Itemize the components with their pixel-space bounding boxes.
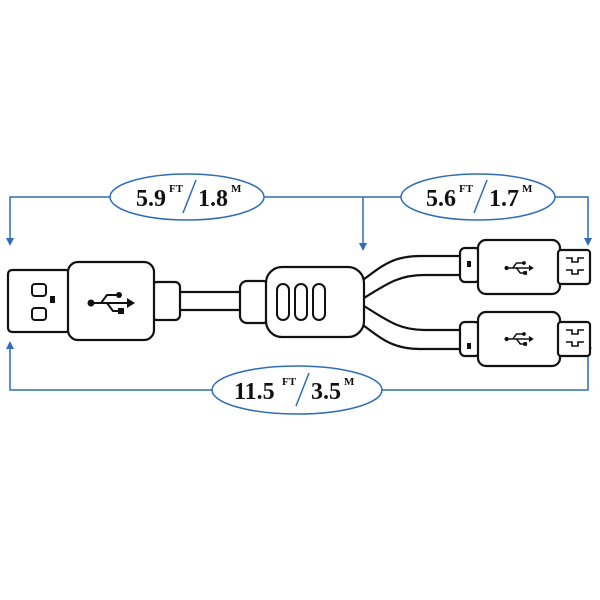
label-slash bbox=[182, 179, 197, 214]
usb-a-contact-holes bbox=[31, 283, 47, 321]
micro-usb-pin-mark bbox=[467, 261, 471, 267]
label-ellipse bbox=[400, 173, 556, 221]
length-m-unit: M bbox=[231, 183, 242, 195]
usb-a-housing bbox=[66, 260, 156, 342]
length-m-unit: M bbox=[344, 376, 355, 388]
contact-hole bbox=[31, 307, 47, 321]
usb-symbol-icon bbox=[87, 292, 135, 314]
micro-usb-plug-metal bbox=[556, 248, 592, 286]
micro-usb-tooth-pattern bbox=[566, 329, 584, 347]
length-ft-unit: FT bbox=[282, 376, 297, 388]
dimension-arrowheads bbox=[6, 238, 592, 349]
arrowhead bbox=[6, 341, 14, 349]
contact-hole bbox=[31, 283, 47, 297]
arrowhead bbox=[584, 238, 592, 246]
label-ellipse bbox=[211, 365, 383, 415]
micro-usb-tooth-pattern bbox=[566, 257, 584, 275]
length-ft-unit: FT bbox=[459, 183, 474, 195]
micro-usb-housing bbox=[476, 238, 562, 296]
length-label-bottom: 11.5 FT 3.5 M bbox=[211, 365, 383, 415]
splitter-grip bbox=[276, 283, 326, 321]
label-ellipse bbox=[109, 173, 265, 221]
usb-symbol-icon bbox=[504, 261, 534, 275]
length-ft-value: 5.9 bbox=[136, 186, 166, 212]
usb-symbol-icon bbox=[504, 332, 534, 346]
length-label-top-left: 5.9 FT 1.8 M bbox=[109, 173, 265, 221]
arrowhead bbox=[6, 238, 14, 246]
usb-a-strain-relief bbox=[150, 280, 182, 322]
length-m-value: 1.8 bbox=[198, 186, 228, 212]
grip-slot bbox=[276, 283, 290, 321]
usb-a-pin-mark bbox=[50, 296, 55, 303]
length-m-value: 1.7 bbox=[489, 186, 519, 212]
length-m-unit: M bbox=[522, 183, 533, 195]
main-cable bbox=[176, 290, 244, 312]
length-ft-unit: FT bbox=[169, 183, 184, 195]
usb-a-connector bbox=[6, 260, 156, 342]
label-slash bbox=[473, 179, 488, 214]
micro-usb-plug-metal bbox=[556, 320, 592, 358]
length-label-top-right: 5.6 FT 1.7 M bbox=[400, 173, 556, 221]
arrowhead bbox=[359, 243, 367, 251]
grip-slot bbox=[312, 283, 326, 321]
label-slash bbox=[295, 372, 310, 407]
top-dimension-line bbox=[9, 196, 589, 240]
micro-usb-connector-upper bbox=[458, 238, 592, 296]
usb-a-plug-metal bbox=[6, 268, 72, 334]
grip-slot bbox=[294, 283, 308, 321]
length-ft-value: 5.6 bbox=[426, 186, 456, 212]
micro-usb-pin-mark bbox=[467, 343, 471, 349]
length-ft-value: 11.5 bbox=[234, 379, 275, 405]
upper-branch-cable bbox=[354, 254, 464, 300]
lower-branch-cable bbox=[354, 304, 464, 351]
length-m-value: 3.5 bbox=[311, 379, 341, 405]
